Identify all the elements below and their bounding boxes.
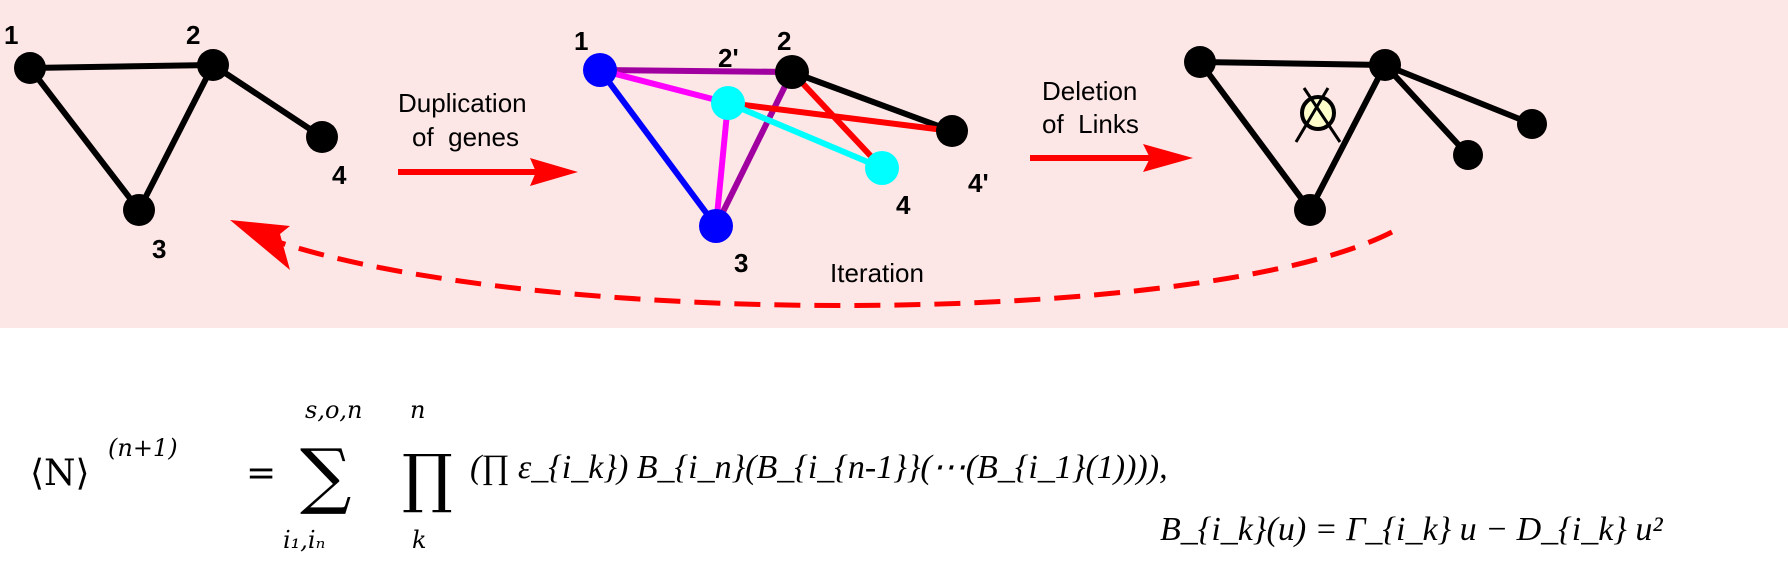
node-4 [865, 151, 899, 185]
node [1369, 49, 1401, 81]
node-label: 2 [777, 26, 791, 56]
node-2 [775, 55, 809, 89]
duplication-label: of genes [412, 122, 519, 152]
node-label: 4' [968, 168, 989, 198]
deletion-label: of Links [1042, 109, 1139, 139]
equation-definition: B_{i_k}(u) = Γ_{i_k} u − D_{i_k} u² [1160, 511, 1663, 548]
node-label: 2 [186, 20, 200, 50]
pruned-network [1197, 59, 1534, 212]
node-2-prime [711, 86, 745, 120]
node-3 [699, 209, 733, 243]
node [1294, 194, 1326, 226]
iteration-equation: ⟨N⟩ (n+1) = s,o,n ∑ i₁,iₙ n ∏ k (∏ ε_{i_… [30, 396, 1663, 554]
equation-body: (∏ ε_{i_k}) B_{i_n}(B_{i_{n-1}}(⋯(B_{i_1… [470, 449, 1168, 486]
equation-equals: = [246, 453, 276, 494]
sum-upper-limit: s,o,n [305, 396, 362, 424]
node-label: 4 [332, 160, 347, 190]
node [1453, 140, 1483, 170]
node-4-prime [936, 115, 968, 147]
initial-network [27, 62, 324, 212]
product-lower-limit: k [412, 526, 427, 554]
duplication-arrow [398, 158, 578, 186]
node-label: 3 [152, 234, 166, 264]
node-label: 3 [734, 248, 748, 278]
sum-lower-limit: i₁,iₙ [283, 526, 325, 554]
iteration-arrow [230, 220, 1394, 308]
node-4 [306, 121, 338, 153]
node [1517, 109, 1547, 139]
iteration-label: Iteration [830, 258, 924, 288]
node-label: 1 [4, 20, 18, 50]
duplicated-network [597, 67, 954, 228]
duplication-label: Duplication [398, 88, 527, 118]
node-label: 2' [718, 43, 739, 73]
node-3 [123, 194, 155, 226]
product-upper-limit: n [410, 396, 425, 424]
deletion-arrow [1030, 144, 1193, 172]
sum-symbol: ∑ [300, 433, 351, 517]
product-symbol: ∏ [402, 442, 453, 516]
node-label: 4 [896, 190, 911, 220]
equation-lhs-superscript: (n+1) [108, 434, 178, 462]
node-1 [14, 52, 46, 84]
node-1 [583, 53, 617, 87]
node-label: 1 [574, 26, 588, 56]
node [1184, 46, 1216, 78]
deleted-node-icon [1294, 87, 1342, 143]
equation-lhs: ⟨N⟩ [30, 453, 90, 494]
node-2 [197, 49, 229, 81]
deletion-label: Deletion [1042, 76, 1137, 106]
